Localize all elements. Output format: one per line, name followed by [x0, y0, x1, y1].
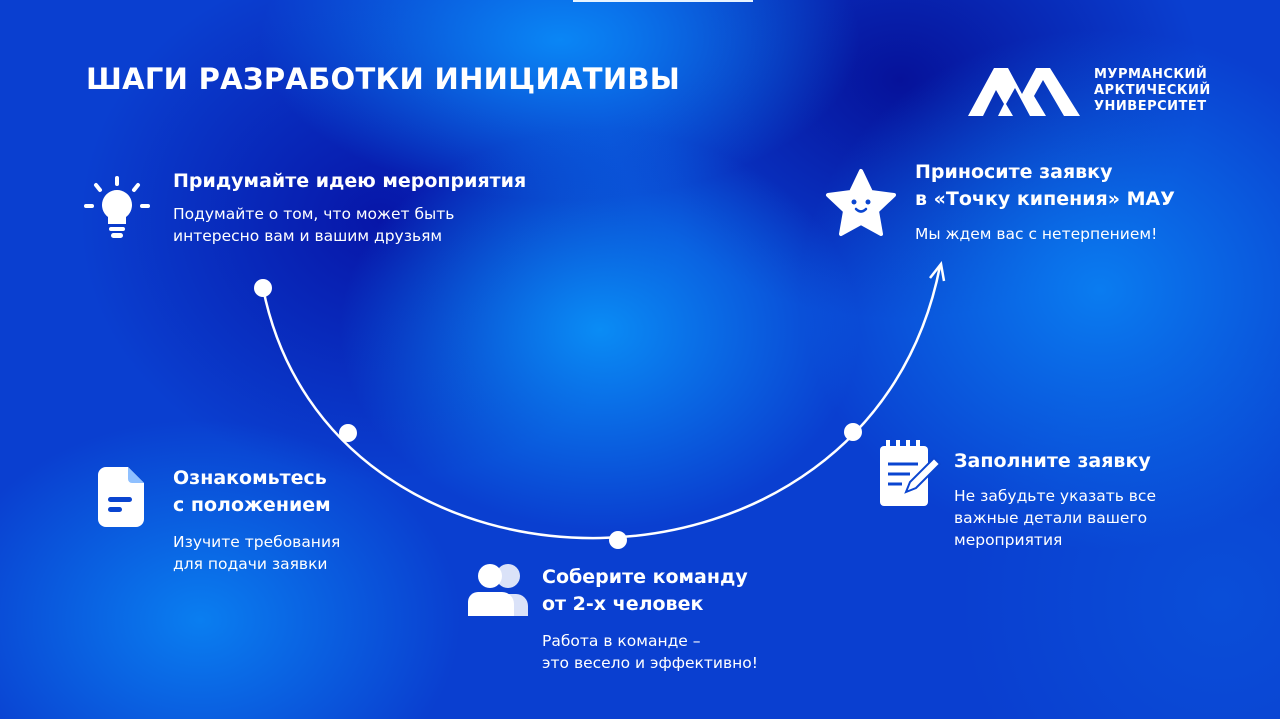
step-title: Соберите команду [542, 566, 748, 588]
lightbulb-icon [84, 176, 150, 238]
logo-line: УНИВЕРСИТЕТ [1094, 99, 1207, 114]
step-title: в «Точку кипения» МАУ [915, 188, 1175, 210]
step-text: интересно вам и вашим друзьям [173, 227, 443, 245]
timeline-dot [254, 279, 272, 297]
step-title: Приносите заявку [915, 161, 1113, 183]
top-bar [573, 0, 753, 2]
logo-line: АРКТИЧЕСКИЙ [1094, 83, 1211, 98]
arrow-head-icon [929, 261, 946, 282]
logo-mark-icon [968, 68, 1080, 116]
notepad-pen-icon [880, 440, 942, 506]
university-logo: МУРМАНСКИЙ АРКТИЧЕСКИЙ УНИВЕРСИТЕТ [968, 66, 1211, 116]
step-title: Придумайте идею мероприятия [173, 170, 527, 192]
step-text: Не забудьте указать все [954, 487, 1156, 505]
smiling-star-icon [826, 169, 896, 236]
team-icon [468, 564, 528, 616]
step-text: мероприятия [954, 531, 1063, 549]
timeline-dot [609, 531, 627, 549]
step-text: Изучите требования [173, 533, 341, 551]
step-fill-form: Заполните заявку Не забудьте указать все… [954, 448, 1156, 551]
timeline-dot [844, 423, 862, 441]
step-title: с положением [173, 494, 331, 516]
timeline-dot [339, 424, 357, 442]
step-text: для подачи заявки [173, 555, 328, 573]
step-title: Заполните заявку [954, 450, 1151, 472]
document-icon [98, 467, 144, 527]
page-title: ШАГИ РАЗРАБОТКИ ИНИЦИАТИВЫ [86, 62, 681, 96]
step-text: Мы ждем вас с нетерпением! [915, 225, 1158, 243]
step-idea: Придумайте идею мероприятия Подумайте о … [173, 168, 526, 247]
step-text: это весело и эффективно! [542, 654, 758, 672]
step-title: Ознакомьтесь [173, 467, 327, 489]
step-text: Подумайте о том, что может быть [173, 205, 455, 223]
step-team: Соберите команду от 2-х человек Работа в … [542, 564, 758, 674]
logo-line: МУРМАНСКИЙ [1094, 67, 1208, 82]
step-bring-application: Приносите заявку в «Точку кипения» МАУ Мы… [915, 159, 1175, 245]
step-text: важные детали вашего [954, 509, 1148, 527]
step-text: Работа в команде – [542, 632, 701, 650]
step-title: от 2-х человек [542, 593, 704, 615]
step-regulations: Ознакомьтесь с положением Изучите требова… [173, 465, 340, 575]
